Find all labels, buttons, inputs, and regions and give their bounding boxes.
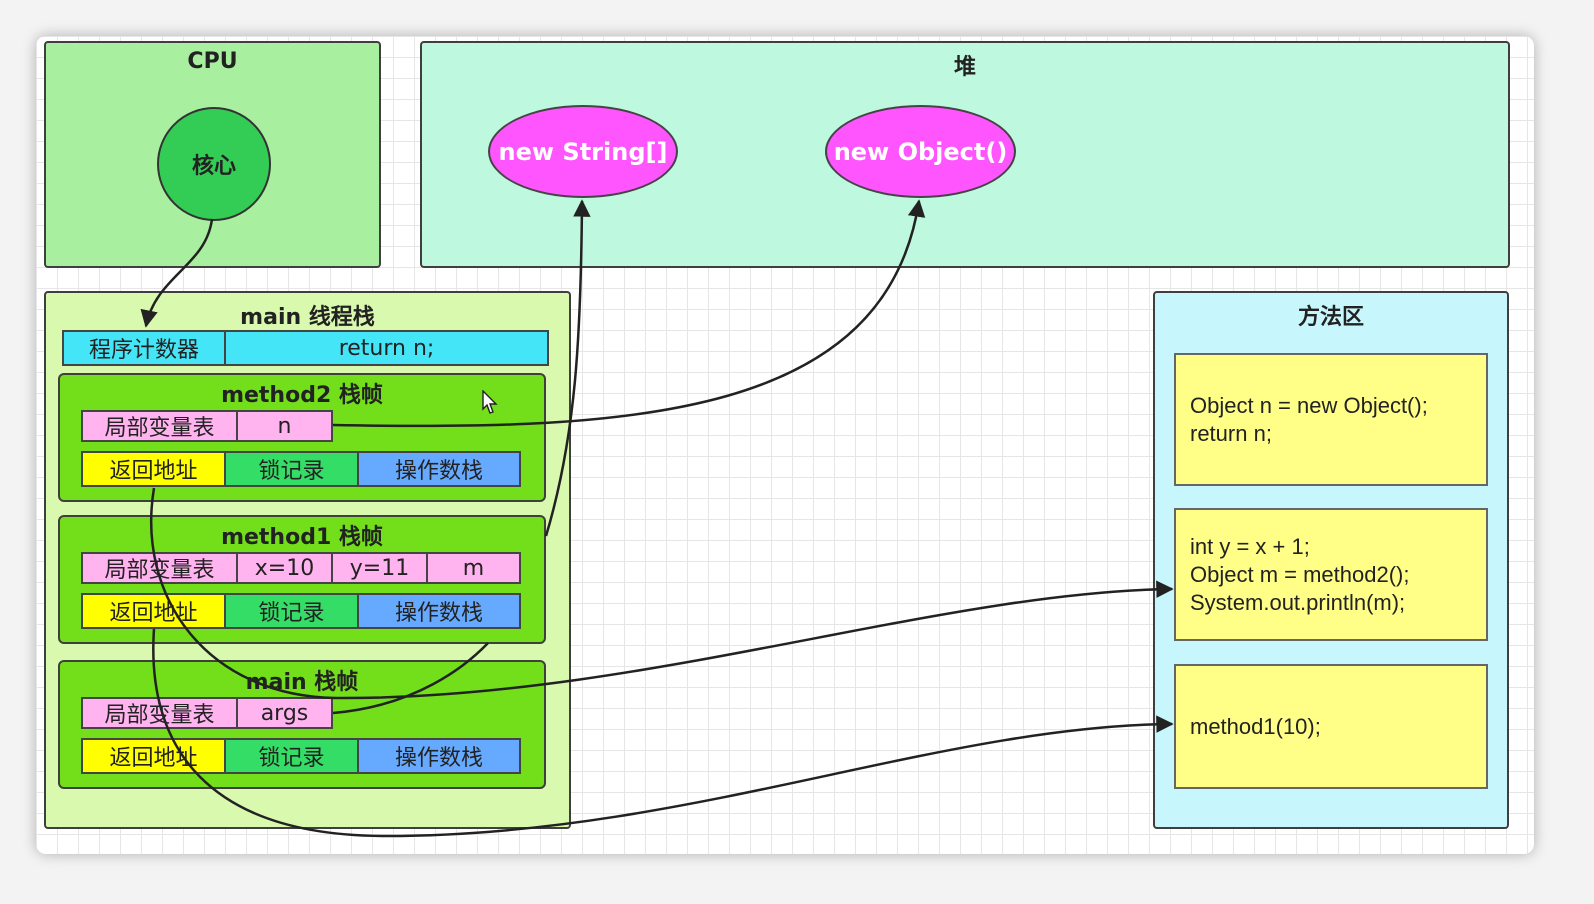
operand-stack: 操作数栈 (357, 451, 521, 487)
lock-record: 锁记录 (224, 593, 359, 629)
cpu-title: CPU (187, 49, 238, 74)
core-node: 核心 (157, 107, 271, 221)
program-counter-label: 程序计数器 (62, 330, 226, 366)
local-var-table-label: 局部变量表 (81, 410, 238, 442)
method1-code-block: int y = x + 1; Object m = method2(); Sys… (1174, 508, 1488, 641)
code-line: method1(10); (1190, 713, 1321, 739)
frame-title: method1 栈帧 (221, 525, 383, 550)
code-line: System.out.println(m); (1190, 589, 1406, 615)
local-var-table-label: 局部变量表 (81, 697, 238, 729)
operand-stack: 操作数栈 (357, 738, 521, 774)
code-line: Object m = method2(); (1190, 561, 1410, 587)
operand-stack: 操作数栈 (357, 593, 521, 629)
local-var-m: m (426, 552, 521, 584)
frame-title: method2 栈帧 (221, 383, 383, 408)
method-area-title: 方法区 (1297, 305, 1364, 330)
local-var-y: y=11 (331, 552, 428, 584)
frame-title: main 栈帧 (245, 670, 359, 695)
heap-title: 堆 (953, 55, 976, 80)
method2-code-block: Object n = new Object(); return n; (1174, 353, 1488, 486)
return-address: 返回地址 (81, 451, 226, 487)
cpu-box: CPU 核心 (44, 41, 381, 268)
thread-stack-title: main 线程栈 (240, 305, 375, 330)
return-address: 返回地址 (81, 738, 226, 774)
code-line: return n; (1190, 420, 1272, 446)
heap-object-object: new Object() (825, 105, 1016, 198)
local-var-n: n (236, 410, 333, 442)
main-code-block: method1(10); (1174, 664, 1488, 789)
local-var-table-label: 局部变量表 (81, 552, 238, 584)
local-var-args: args (236, 697, 333, 729)
heap-object-string-array: new String[] (488, 105, 678, 198)
code-line: int y = x + 1; (1190, 533, 1310, 559)
program-counter-value: return n; (224, 330, 549, 366)
core-label: 核心 (191, 154, 236, 179)
diagram-canvas: CPU 核心 堆 new String[] new Object() main … (36, 36, 1534, 854)
return-address: 返回地址 (81, 593, 226, 629)
local-var-x: x=10 (236, 552, 333, 584)
code-line: Object n = new Object(); (1190, 392, 1428, 418)
lock-record: 锁记录 (224, 738, 359, 774)
lock-record: 锁记录 (224, 451, 359, 487)
mouse-pointer-icon (482, 390, 498, 414)
